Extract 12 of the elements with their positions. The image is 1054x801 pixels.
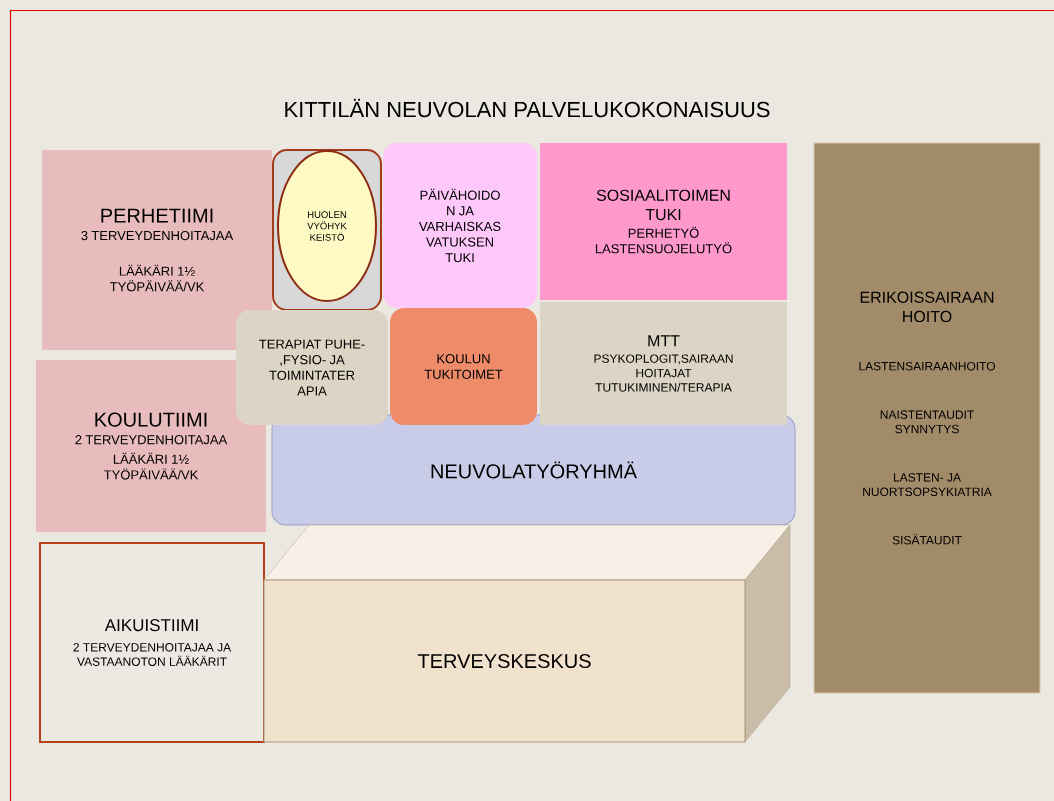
team-box: KOULUTIIMI 2 TERVEYDENHOITAJAA LÄÄKÄRI 1½ TYÖPÄIVÄÄ/VK <box>36 360 266 532</box>
group-band: NEUVOLATYÖRYHMÄ <box>271 414 796 526</box>
service-box: KOULUN TUKITOIMET <box>390 308 537 425</box>
service-box: MTT PSYKOPLOGIT,SAIRAAN HOITAJAT TUTUKIMINEN/TERAPIA <box>540 302 787 425</box>
team-box: AIKUISTIIMI 2 TERVEYDENHOITAJAA JA VASTAANOTON LÄÄKÄRIT <box>39 542 265 743</box>
service-box: TERAPIAT PUHE-,FYSIO- JA TOIMINTATER APIA <box>236 310 388 425</box>
service-column: ERIKOISSAIRAAN HOITO LASTENSAIRAANHOITO NAISTENTAUDIT SYNNYTYS LASTEN- JA NUORTSOPSYKIATRIA SISÄTAUDIT <box>813 142 1041 694</box>
title: KITTILÄN NEUVOLAN PALVELUKOKONAISUUS <box>285 98 770 118</box>
ellipse-node: HUOLEN VYÖHYK KEISTÖ <box>277 150 377 302</box>
service-box: PÄIVÄHOIDO N JA VARHAISKAS VATUKSEN TUKI <box>383 143 537 308</box>
service-box: SOSIAALITOIMEN TUKI PERHETYÖ LASTENSUOJELUTYÖ <box>540 143 787 300</box>
building-block: TERVEYSKESKUS <box>263 524 791 743</box>
